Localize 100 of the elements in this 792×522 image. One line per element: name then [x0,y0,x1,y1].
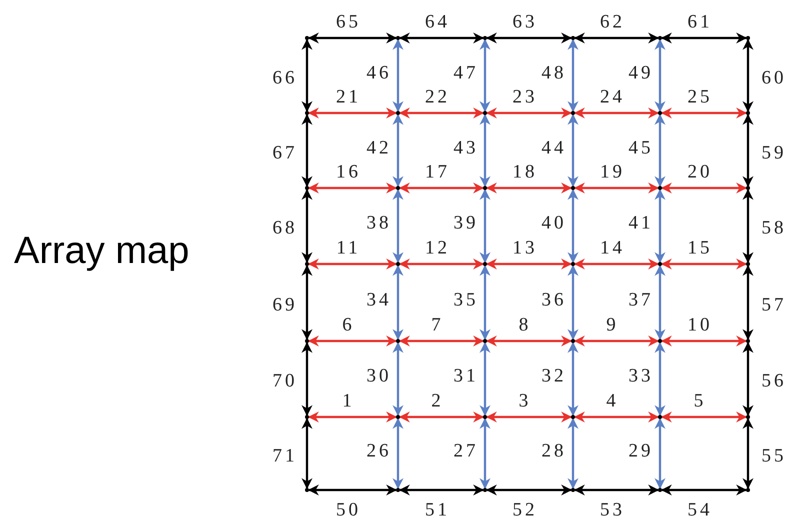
double-arrow [742,342,754,416]
edge-label: 43 [454,138,478,157]
grid-point [571,415,575,419]
diagram-label: Array map [14,232,190,270]
double-arrow [574,336,660,346]
double-arrow [480,418,490,490]
double-arrow [398,182,484,194]
grid-point [658,488,662,492]
edge-label: 38 [366,214,392,232]
grid-point [396,339,400,343]
double-arrow [302,188,312,264]
edge-label: 55 [762,446,786,465]
double-arrow [486,484,572,496]
double-arrow [302,264,312,340]
grid-point [571,339,575,343]
grid-point [483,186,487,190]
grid-point [396,262,400,266]
double-arrow [660,182,748,194]
edge-label: 39 [454,214,478,232]
edge-label: 66 [272,68,298,87]
edge-label: 54 [688,500,712,520]
edge-label: 52 [512,500,538,520]
edge-label: 32 [542,366,566,386]
double-arrow [568,264,578,340]
double-arrow [308,258,398,270]
edge-label: 7 [431,316,444,334]
double-arrow [398,258,484,270]
edge-label: 19 [600,162,625,182]
edge-label: 57 [762,295,786,314]
edge-label: 13 [512,238,538,258]
double-arrow [574,412,660,422]
grid-point [746,488,750,492]
grid-point [483,339,487,343]
grid-point [658,111,662,115]
double-arrow [308,484,398,496]
edge-label: 46 [366,63,392,82]
edge-label: 62 [600,12,625,32]
edge-label: 47 [454,63,478,82]
double-arrow [742,264,754,340]
edge-label: 64 [425,12,450,32]
edge-label: 12 [425,238,450,258]
grid-point [571,36,575,40]
edge-label: 17 [425,162,450,182]
edge-label: 23 [512,88,538,106]
double-arrow [486,108,572,118]
edge-label: 65 [336,12,361,32]
grid-point [658,415,662,419]
double-arrow [568,342,578,416]
double-arrow [302,38,312,112]
grid-point [305,111,309,115]
edge-label: 25 [688,88,712,106]
grid-point [658,262,662,266]
double-arrow [654,418,666,490]
double-arrow [480,188,490,264]
double-arrow [660,484,748,496]
grid-point [483,262,487,266]
edge-label: 70 [272,372,298,390]
double-arrow [574,484,660,496]
double-arrow [480,114,490,188]
grid-point [483,36,487,40]
double-arrow [742,38,754,112]
double-arrow [308,108,398,118]
edge-label: 28 [542,441,566,460]
double-arrow [480,38,490,112]
edge-label: 51 [425,500,450,520]
edge-label: 20 [688,162,712,182]
double-arrow [480,264,490,340]
grid-point [483,111,487,115]
grid-point [305,339,309,343]
edge-label: 37 [628,290,654,309]
double-arrow [660,108,748,118]
grid-point [658,36,662,40]
edge-label: 71 [272,446,298,465]
double-arrow [742,114,754,188]
edge-label: 26 [366,441,392,460]
double-arrow [654,264,666,340]
grid-point [746,262,750,266]
edge-label: 27 [454,441,478,460]
edge-label: 60 [762,68,786,87]
grid-point [746,111,750,115]
grid-point [658,339,662,343]
edge-label: 61 [688,12,712,32]
double-arrow [660,412,748,422]
grid-point [658,186,662,190]
double-arrow [392,188,404,264]
double-arrow [302,418,312,490]
edge-label: 30 [366,366,392,386]
edge-label: 22 [425,88,450,106]
edge-label: 34 [366,290,392,309]
double-arrow [302,342,312,416]
grid-point [746,339,750,343]
double-arrow [574,32,660,44]
edge-label: 35 [454,290,478,309]
double-arrow [308,336,398,346]
edge-label: 59 [762,143,786,162]
edge-label: 1 [342,392,355,410]
double-arrow [302,114,312,188]
edge-label: 29 [628,441,654,460]
grid-point [746,415,750,419]
double-arrow [654,114,666,188]
